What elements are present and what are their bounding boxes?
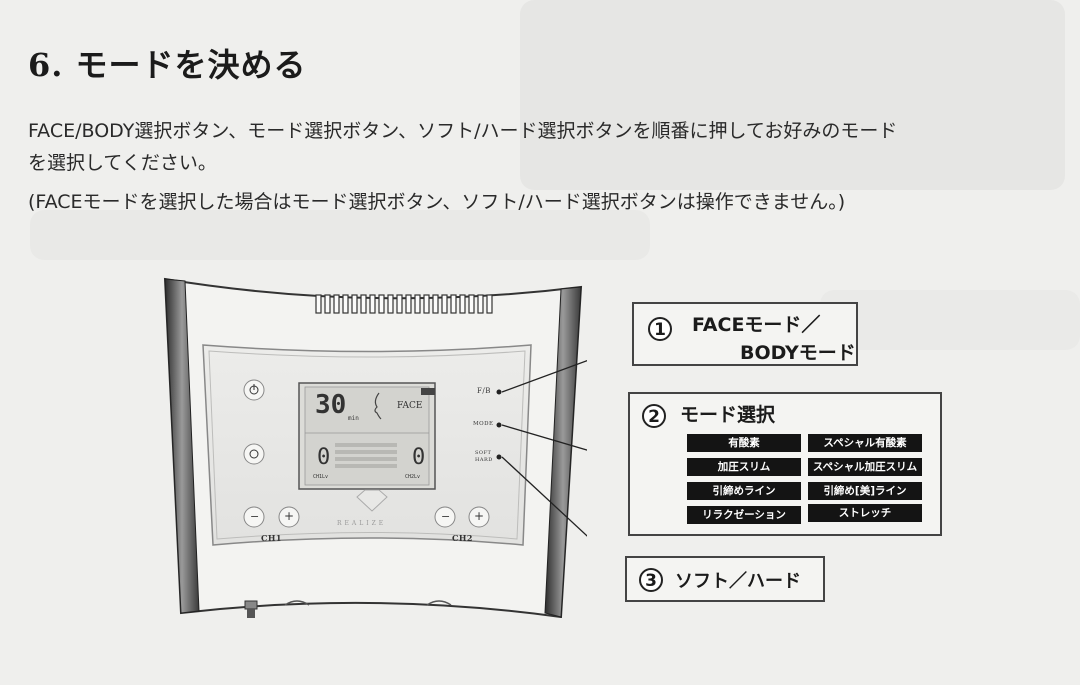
ch2-label: CH2 (452, 533, 473, 543)
bleed-through-shadow (820, 290, 1080, 350)
section-heading: 6. モードを決める (28, 40, 307, 86)
hard-button-label: HARD (475, 457, 493, 463)
ch1-label: CH1 (261, 533, 282, 543)
instruction-line-2: を選択してください。 (28, 152, 217, 174)
mode-select-title: モード選択 (680, 404, 776, 426)
lcd-timer: 30 (315, 390, 347, 420)
soft-hard-label: ソフト／ハード (675, 571, 801, 592)
brand-logo-text: REALIZE (337, 520, 387, 527)
mode-chip: 加圧スリム (687, 458, 801, 476)
mode-chip: 引締め[美]ライン (808, 482, 922, 500)
body-mode-label: BODYモード (740, 342, 856, 364)
mode-chip: ストレッチ (808, 504, 922, 522)
mode-chip: 有酸素 (687, 434, 801, 452)
instruction-note: (FACEモードを選択した場合はモード選択ボタン、ソフト/ハード選択ボタンは操作… (28, 191, 846, 213)
ch1-plus-button[interactable]: + (284, 509, 295, 523)
mode-chip: リラクゼーション (687, 506, 801, 524)
lcd-mode: FACE (397, 401, 423, 411)
callout-mode-select: 2 モード選択 有酸素 スペシャル有酸素 加圧スリム スペシャル加圧スリム 引締… (628, 392, 942, 536)
callout-face-body: 1 FACEモード／ BODYモード (632, 302, 858, 366)
section-number: 6. (28, 46, 64, 84)
section-title: モードを決める (75, 46, 307, 84)
ch2-minus-button[interactable]: − (441, 510, 451, 523)
mode-chip: スペシャル加圧スリム (808, 458, 922, 476)
lcd-ch2-value: 0 (412, 445, 426, 470)
callout-number-1: 1 (648, 317, 672, 341)
device-illustration: 30 min FACE 0 0 CH1Lv CH2Lv F/B MODE SOF… (157, 273, 587, 618)
lcd-ch1-label: CH1Lv (313, 474, 329, 480)
ch1-minus-button[interactable]: − (250, 510, 260, 523)
fb-button-label: F/B (477, 387, 491, 395)
mode-button-label: MODE (473, 421, 494, 427)
device-body-graphic (163, 277, 587, 618)
soft-button-label: SOFT (475, 450, 492, 456)
instruction-line-1: FACE/BODY選択ボタン、モード選択ボタン、ソフト/ハード選択ボタンを順番に… (28, 120, 898, 142)
lcd-ch1-value: 0 (317, 445, 331, 470)
lcd-ch2-label: CH2Lv (405, 474, 421, 480)
callout-soft-hard: 3 ソフト／ハード (625, 556, 825, 602)
lcd-unit: min (348, 415, 359, 422)
ch2-plus-button[interactable]: + (474, 509, 485, 523)
face-mode-label: FACEモード／ (692, 314, 821, 336)
mode-chip: スペシャル有酸素 (808, 434, 922, 452)
callout-number-2: 2 (642, 404, 666, 428)
callout-number-3: 3 (639, 568, 663, 592)
mode-chip: 引締めライン (687, 482, 801, 500)
